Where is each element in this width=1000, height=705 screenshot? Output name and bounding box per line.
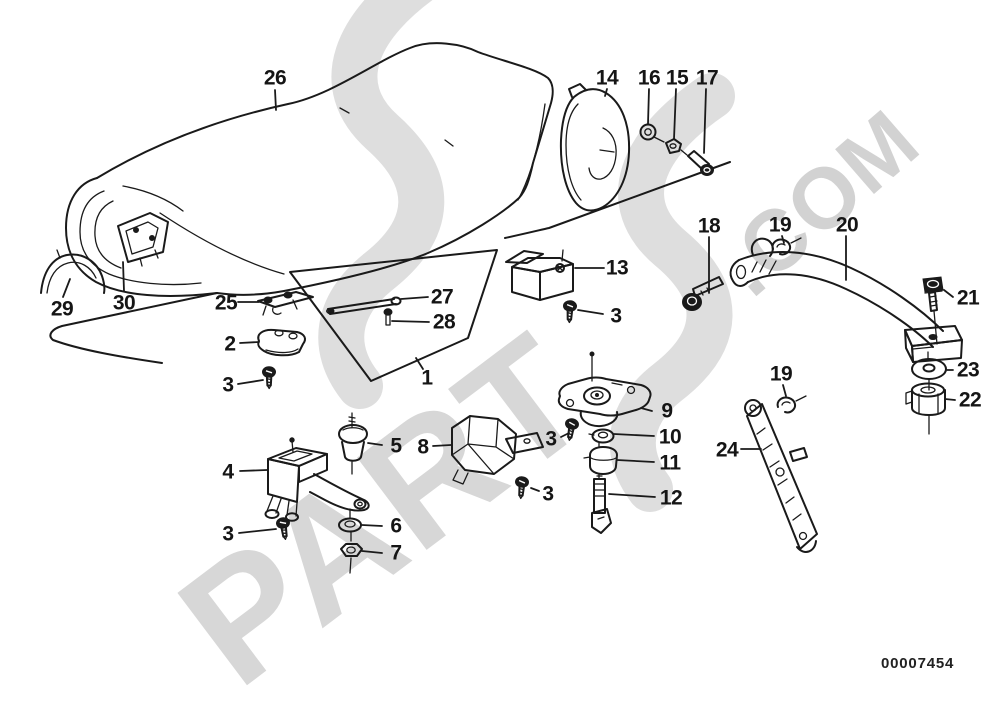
seat-art	[49, 42, 731, 364]
leader-line	[367, 442, 383, 446]
part-number-label: 19	[769, 214, 791, 237]
part-number-label: 5	[390, 435, 402, 458]
leader-line	[647, 88, 650, 125]
leader-line	[62, 278, 71, 298]
part-number-label: 17	[696, 67, 718, 90]
leader-line	[604, 88, 608, 97]
leader-line	[944, 398, 956, 401]
washer6-nut7-art	[338, 508, 363, 574]
leader-line	[239, 469, 268, 472]
bolt21-art	[922, 276, 944, 345]
part-number-label: 3	[610, 305, 621, 328]
part-number-label: 3	[222, 374, 233, 397]
part-number-label: 29	[51, 298, 73, 321]
part-number-label: 9	[661, 400, 672, 423]
part-number-label: 2	[224, 333, 235, 356]
part-number-label: 23	[957, 359, 979, 382]
part-number-label: 16	[638, 67, 660, 90]
clip19-lower-art	[776, 395, 807, 414]
part-number-label: 15	[666, 67, 689, 90]
seat-pan-art	[289, 249, 498, 382]
part-number-label: 25	[215, 292, 238, 315]
leader-line	[577, 309, 604, 315]
part-number-label: 19	[770, 363, 792, 386]
leader-line	[530, 487, 540, 492]
leader-line	[238, 528, 277, 534]
watermark-ribbon-s2	[609, 73, 735, 512]
fasteners-16-15-17-art	[639, 123, 714, 176]
part-number-label: 21	[957, 287, 980, 310]
leader-line	[122, 261, 125, 292]
part-number-label: 27	[431, 286, 453, 309]
artwork	[40, 42, 963, 574]
bracket13-art	[505, 249, 574, 301]
latch-plate-art	[257, 291, 314, 316]
mount4-art	[264, 437, 370, 522]
part-number-label: 26	[264, 67, 286, 90]
part-number-label: 18	[698, 215, 721, 238]
part-number-label: 22	[959, 389, 981, 412]
buffer5-art	[338, 412, 368, 475]
leader-line	[703, 88, 707, 154]
leader-line	[361, 524, 383, 527]
leader-line	[673, 88, 677, 140]
clip19-upper-art	[771, 237, 802, 256]
leader-line	[782, 384, 787, 397]
trim-strip-art	[40, 249, 106, 294]
leader-line	[640, 407, 653, 412]
bracket8-art	[451, 415, 544, 485]
stack-10-11-12-art	[583, 428, 618, 534]
part-number-label: 1	[421, 367, 433, 390]
watermark-ribbon-s1	[318, 0, 445, 409]
part-number-label: 4	[222, 461, 234, 484]
arm24-art	[744, 399, 818, 553]
leader-line	[361, 550, 383, 554]
rod-art	[326, 296, 402, 326]
leader-line	[608, 493, 656, 498]
part-number-label: 3	[545, 428, 556, 451]
watermark-word-suffix: .COM	[701, 92, 936, 314]
part-number-label: 30	[113, 292, 135, 315]
part-number-label: 20	[836, 214, 858, 237]
part-number-label: 7	[390, 542, 401, 565]
part-number-label: 6	[390, 515, 401, 538]
arm20-art	[729, 237, 963, 363]
bracket14-art	[559, 83, 631, 212]
pad-art	[257, 328, 306, 357]
leader-line	[237, 379, 264, 385]
part-number-label: 10	[659, 426, 681, 449]
part-number-label: 11	[659, 452, 681, 475]
leader-line	[613, 433, 655, 437]
leader-line	[781, 235, 785, 244]
bolt18-art	[682, 276, 724, 311]
leader-line	[239, 341, 260, 344]
document-number: 00007454	[881, 655, 954, 672]
part-number-label: 12	[660, 487, 682, 510]
part-number-label: 24	[716, 439, 739, 462]
leader-line	[400, 296, 429, 300]
leader-line	[560, 432, 570, 438]
part-number-label: 3	[222, 523, 233, 546]
leader-line	[432, 444, 452, 447]
mount22-art	[905, 382, 946, 435]
leader-line	[415, 357, 424, 370]
leader-line	[616, 459, 655, 463]
plate9-art	[557, 351, 652, 428]
leader-line	[274, 89, 277, 111]
part-number-label: 28	[433, 311, 456, 334]
part-number-label: 3	[542, 483, 553, 506]
part-number-label: 8	[417, 436, 429, 459]
leader-line	[943, 289, 954, 298]
part-number-label: 13	[606, 257, 628, 280]
part-number-label: 14	[596, 67, 619, 90]
leader-line	[391, 320, 430, 323]
